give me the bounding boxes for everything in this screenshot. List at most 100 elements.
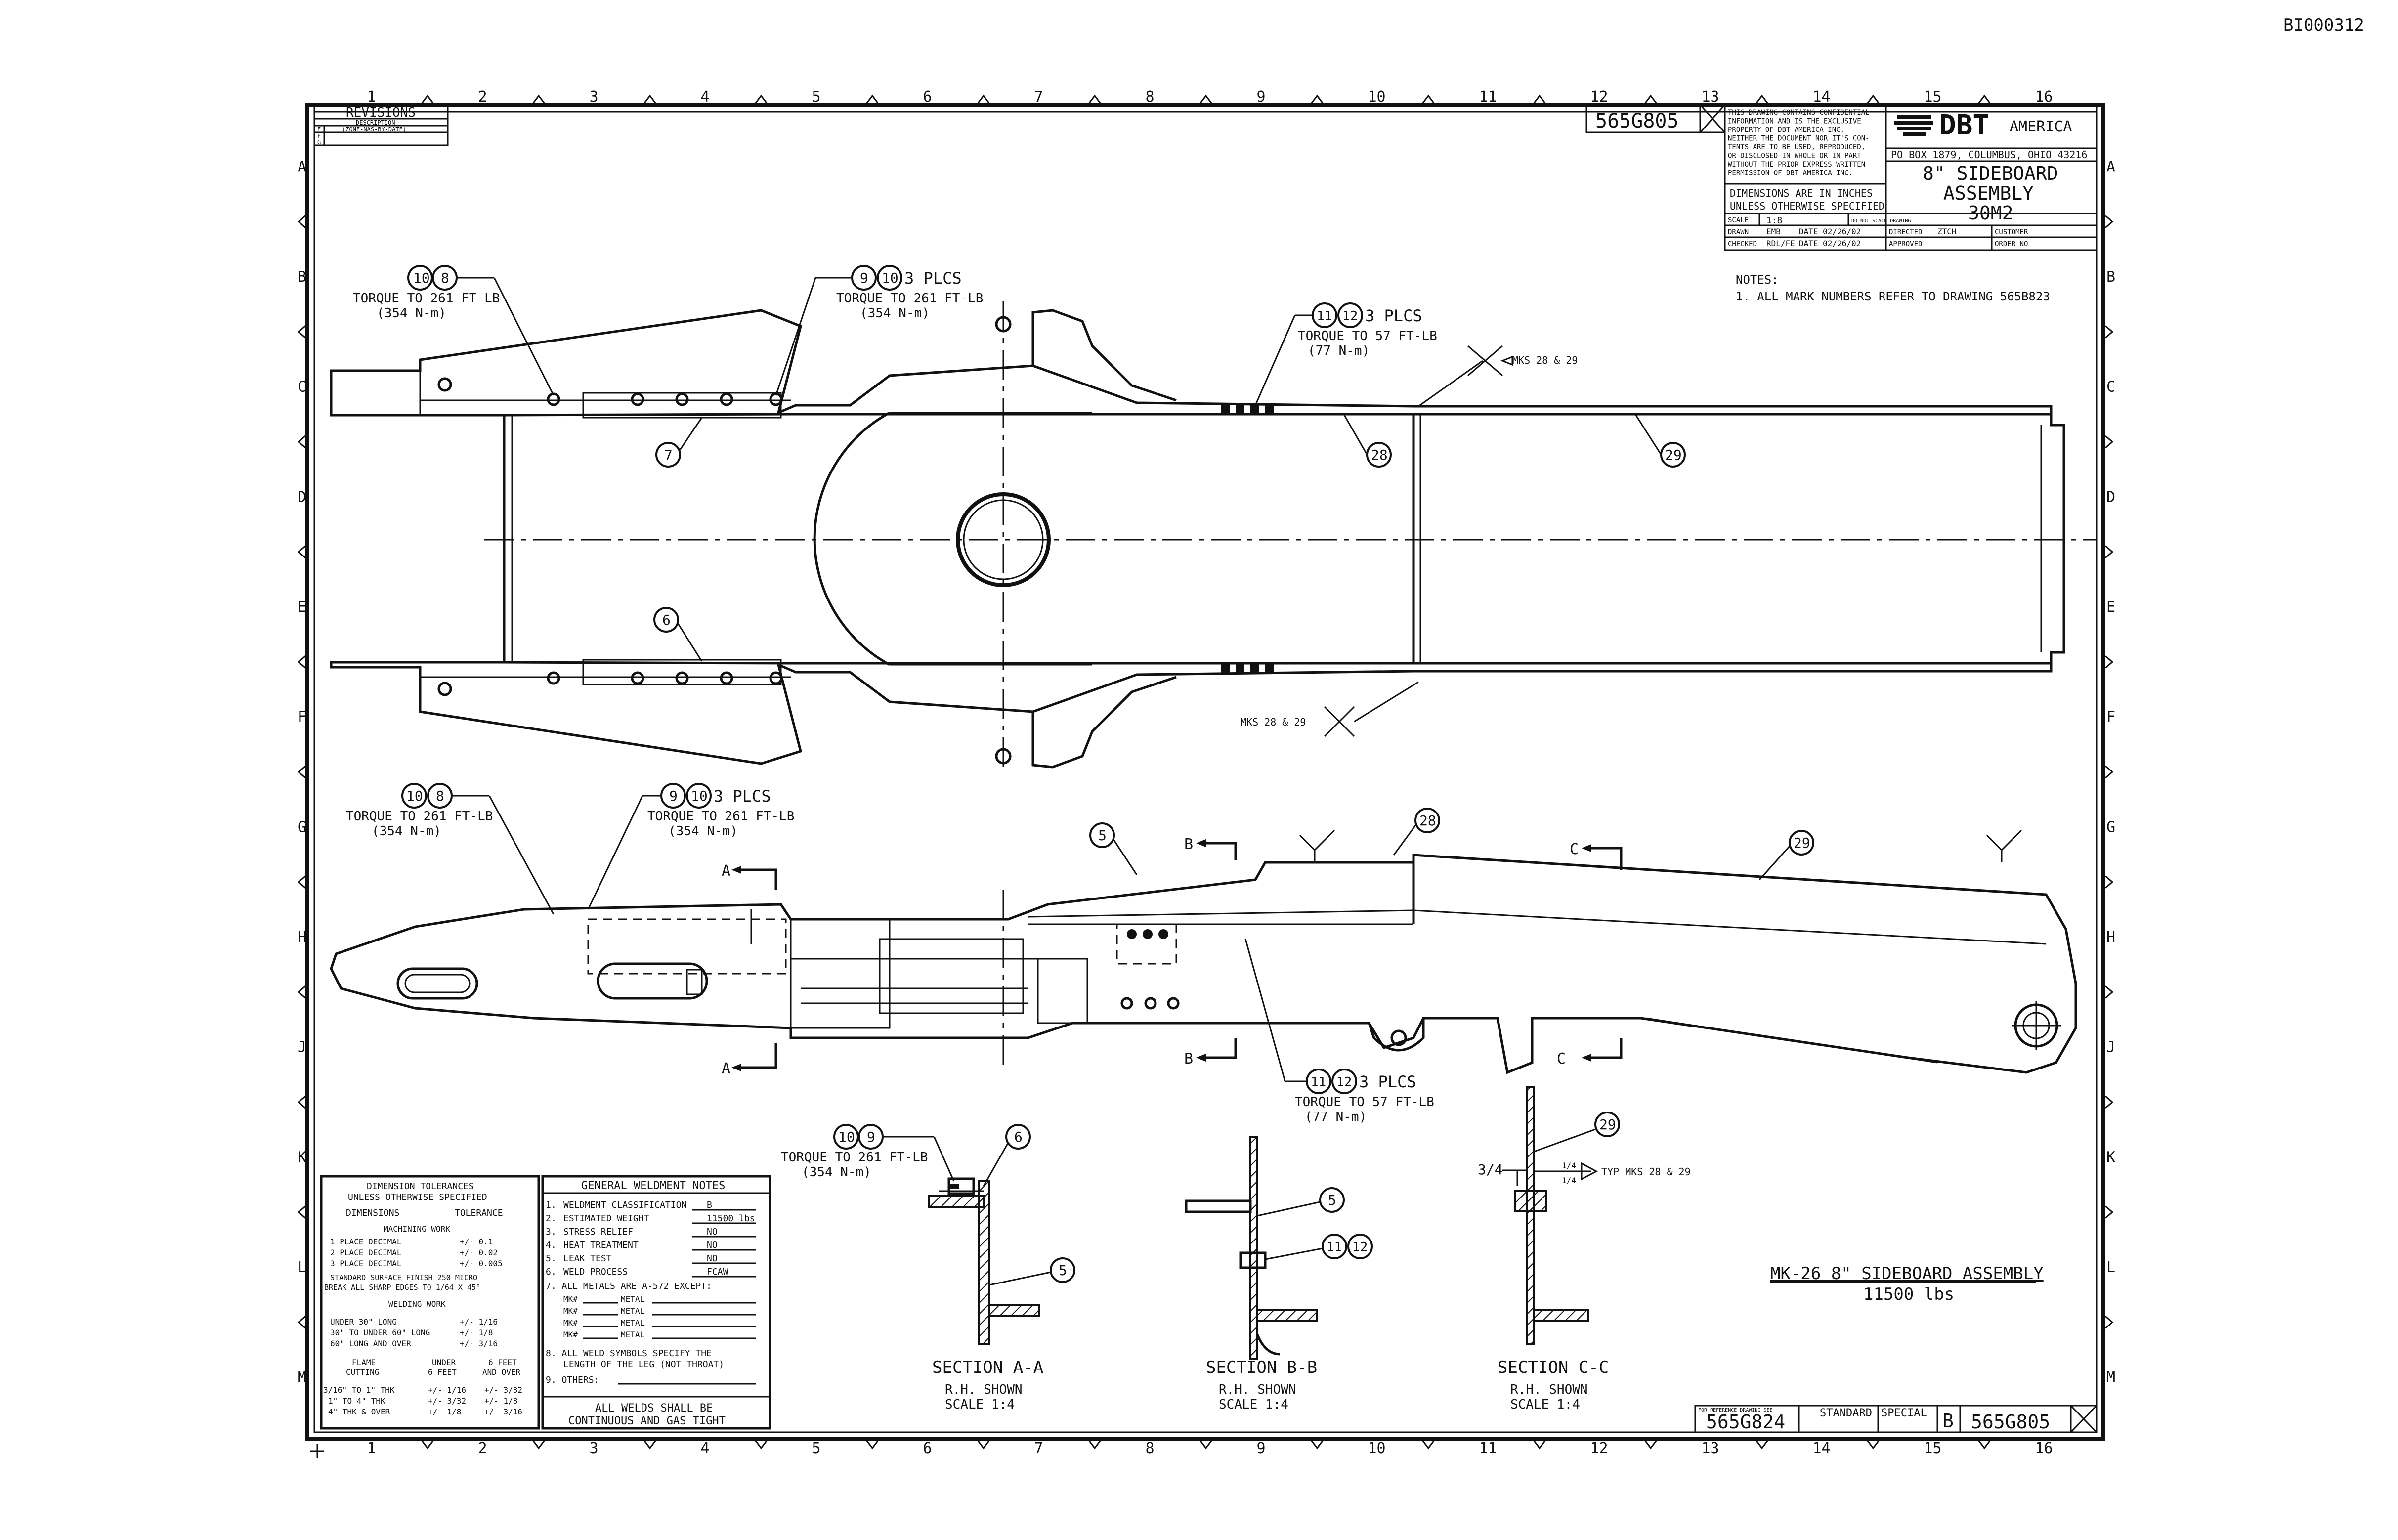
callout-m29-side: 29 [1758, 830, 1814, 881]
callout-c4: 10 8 TORQUE TO 261 FT-LB (354 N-m) [346, 783, 555, 915]
tol-flame-1: FLAME [352, 1358, 376, 1367]
c2-text-2: (354 N-m) [860, 306, 930, 321]
m29-label: 29 [1665, 447, 1682, 463]
weldment-item-label: HEAT TREATMENT [563, 1240, 639, 1250]
revisions-description-header: DESCRIPTION [356, 119, 395, 126]
zone-col-top-13: 13 [1702, 88, 1719, 106]
zone-row-right-M: M [2106, 1369, 2115, 1386]
zone-row-right-E: E [2106, 599, 2115, 616]
zone-col-top-4: 4 [701, 88, 710, 106]
bottom-title-strip: FOR REFERENCE DRAWING SEE 565G824 STANDA… [1694, 1405, 2098, 1433]
tol-over-1: 6 FEET [488, 1358, 517, 1367]
sec-c-bottom-label: C [1557, 1050, 1566, 1068]
zone-row-right-L: L [2106, 1259, 2115, 1276]
revisions-block: REVISIONS DESCRIPTION (ZONE-NAS-BY-DATE)… [313, 104, 449, 146]
zone-tick-left [297, 545, 306, 558]
zone-col-top-9: 9 [1257, 88, 1266, 106]
sec-c-top-label: C [1570, 841, 1579, 858]
tol-m1-label: 1 PLACE DECIMAL [330, 1237, 402, 1246]
zone-col-top-10: 10 [1368, 88, 1386, 106]
bolt-bottom [675, 671, 689, 685]
c4-mark-1: 10 [406, 788, 423, 804]
zone-tick-bottom [1866, 1440, 1880, 1450]
tol-w1-value: +/- 1/16 [460, 1317, 498, 1326]
c6-mark-2: 12 [1336, 1075, 1352, 1090]
c3-mark-1: 11 [1317, 309, 1332, 324]
callout-m7: 7 [655, 417, 703, 468]
tol-f3-over: +/- 3/16 [484, 1407, 522, 1416]
nut-top [1221, 404, 1230, 415]
zone-col-bottom-6: 6 [923, 1440, 932, 1457]
revisions-title: REVISIONS [346, 105, 416, 120]
assembly-label-title: MK-26 8" SIDEBOARD ASSEMBLY [1770, 1264, 2044, 1283]
c6-mark-1: 11 [1311, 1075, 1326, 1090]
zone-tick-right [2105, 1316, 2114, 1329]
zone-row-left-C: C [298, 379, 306, 396]
zone-tick-bottom [1755, 1440, 1769, 1450]
zone-row-left-D: D [298, 488, 306, 506]
zone-row-left-K: K [298, 1149, 306, 1166]
c4-mark-2: 8 [436, 788, 444, 804]
callout-m29-plan: 29 [1635, 415, 1686, 468]
bolt-top [675, 392, 689, 406]
nut-top [1250, 404, 1259, 415]
zone-tick-top [1866, 94, 1880, 104]
weld-size-2: 1/4 [1562, 1176, 1576, 1185]
weldment-item-value: NO [707, 1253, 718, 1264]
tol-m3-value: +/- 0.005 [460, 1259, 503, 1268]
zone-tick-top [421, 94, 434, 104]
mk-row-label: MK# [563, 1294, 578, 1304]
c2-mark-2: 10 [882, 270, 899, 286]
zone-tick-left [297, 1095, 306, 1109]
drawn-date: DATE 02/26/02 [1799, 227, 1861, 236]
zone-tick-bottom [421, 1440, 434, 1450]
zone-tick-bottom [532, 1440, 546, 1450]
zone-col-top-2: 2 [478, 88, 487, 106]
weldment-item-value: 11500 lbs [707, 1213, 755, 1224]
m29-side-label: 29 [1794, 835, 1810, 851]
zone-col-bottom-11: 11 [1479, 1440, 1497, 1457]
mk-row-label: MK# [563, 1318, 578, 1327]
bolt-bottom [631, 671, 644, 685]
c7-text-2: (354 N-m) [802, 1165, 871, 1180]
standard-label: STANDARD [1820, 1407, 1872, 1419]
zone-tick-right [2105, 215, 2114, 228]
section-b-title: SECTION B-B [1206, 1358, 1317, 1377]
weld-symbol-top: MKS 28 & 29 [1418, 345, 1578, 407]
zone-row-right-H: H [2106, 929, 2115, 946]
zone-tick-left [297, 875, 306, 889]
m5c-label: 5 [1328, 1192, 1336, 1208]
weldment-item-7: 7. ALL METALS ARE A-572 EXCEPT: [546, 1281, 712, 1291]
zone-tick-left [297, 985, 306, 999]
customer-label: CUSTOMER [1995, 228, 2028, 236]
drawing-border [305, 103, 2105, 1441]
zone-tick-left [297, 655, 306, 669]
zone-tick-bottom [1310, 1440, 1324, 1450]
weldment-item-num: 5. [546, 1253, 557, 1264]
c5-mark-2: 10 [691, 788, 708, 804]
c2-suffix: 3 PLCS [904, 269, 962, 288]
c4-text-2: (354 N-m) [372, 824, 441, 839]
weld-note-bottom: MKS 28 & 29 [1241, 716, 1306, 728]
bolt-top [547, 392, 560, 406]
zone-col-bottom-9: 9 [1257, 1440, 1266, 1457]
c1-mark-1: 10 [413, 270, 430, 286]
c5-mark-1: 9 [669, 788, 678, 804]
zone-tick-right [2105, 985, 2114, 999]
drawn-by: EMB [1766, 227, 1781, 236]
section-b-b: 5 11 12 [1185, 1136, 1373, 1360]
revisions-zone-header: (ZONE-NAS-BY-DATE) [342, 126, 406, 133]
section-c-c: 3/4 29 1/4 1/4 TYP MKS 28 & 29 [1478, 1086, 1691, 1345]
zone-tick-right [2105, 1205, 2114, 1219]
zone-col-top-3: 3 [590, 88, 599, 106]
bolt-top [720, 392, 733, 406]
zone-tick-top [1644, 94, 1658, 104]
zone-tick-top [1310, 94, 1324, 104]
c3-mark-2: 12 [1342, 309, 1358, 324]
nut-top [1265, 404, 1274, 415]
zone-tick-top [1977, 94, 1991, 104]
zone-col-top-12: 12 [1590, 88, 1608, 106]
m5b-label: 5 [1059, 1262, 1067, 1279]
weldment-item-value: B [707, 1200, 712, 1210]
